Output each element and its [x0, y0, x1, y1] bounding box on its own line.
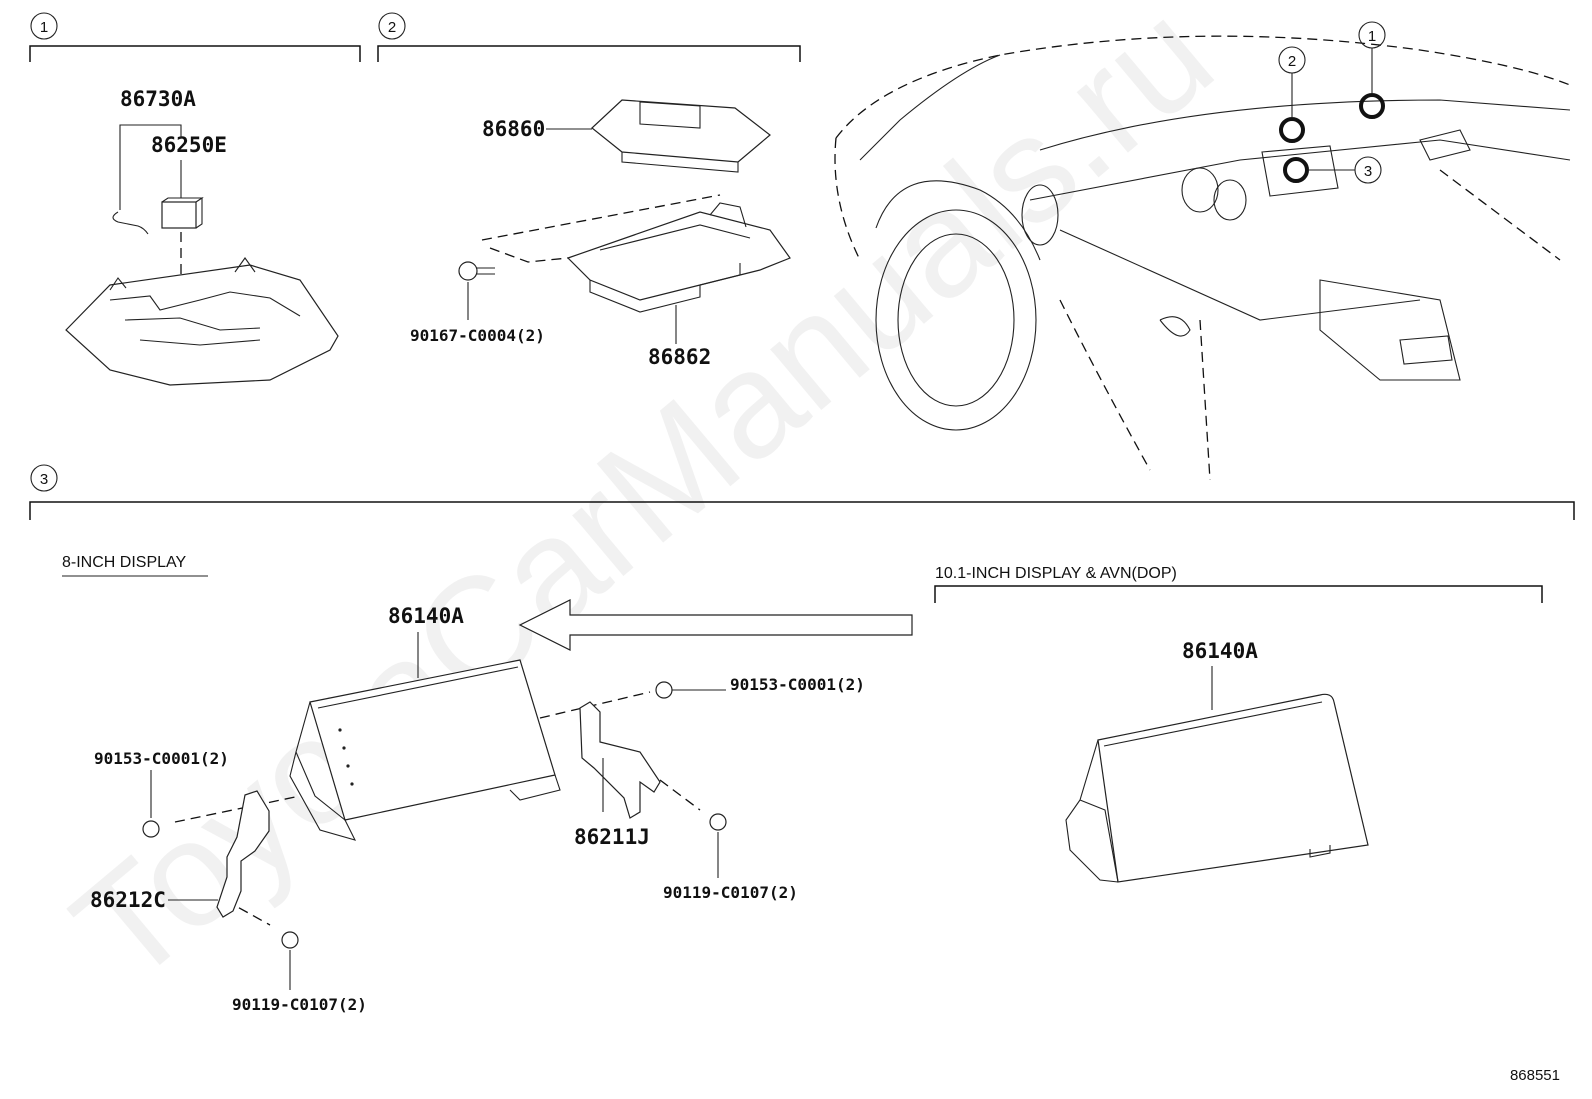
- section-3-bracket: [29, 501, 1575, 520]
- section-3-marker-circle: [30, 464, 58, 492]
- left-subsection-title: 8-INCH DISPLAY: [62, 554, 187, 571]
- overview-callout-2: 2: [1288, 53, 1296, 70]
- screw-left-top: [142, 820, 160, 838]
- section-2-marker: 2: [388, 19, 396, 36]
- left-bracket-part-number: 86212C: [90, 888, 166, 912]
- screw-right-bottom: [709, 813, 727, 831]
- screw-90167: [458, 261, 478, 281]
- switch-part: [161, 201, 197, 229]
- location-3-dot: [1283, 157, 1309, 183]
- right-10inch-display: [1097, 693, 1369, 883]
- section-2-marker-circle: [378, 12, 406, 40]
- leader-86730A: [119, 124, 182, 210]
- section-1-bracket: [29, 45, 361, 62]
- right-subsection-bracket: [934, 585, 1543, 603]
- ecu-86860: [591, 99, 771, 163]
- section-2-bracket: [377, 45, 801, 62]
- part-86862: 86862: [648, 345, 711, 369]
- reference-arrow: [518, 599, 913, 651]
- part-86860: 86860: [482, 117, 545, 141]
- location-2-dot: [1279, 117, 1305, 143]
- right-bracket-part-number: 86211J: [574, 825, 650, 849]
- section-1: 1 86730A 86250E: [29, 12, 361, 386]
- right-bracket-86211J: [579, 701, 661, 819]
- part-86250E: 86250E: [151, 133, 227, 157]
- figure-number: 868551: [1510, 1067, 1560, 1084]
- center-display-outline: [1261, 145, 1339, 197]
- screw-left-top-part-number: 90153-C0001(2): [94, 749, 229, 768]
- bulb-wire-part: [112, 211, 149, 235]
- left-bracket-86212C: [216, 790, 270, 918]
- part-86730A: 86730A: [120, 87, 196, 111]
- screw-right-bottom-part-number: 90119-C0107(2): [663, 883, 798, 902]
- screw-right-top-part-number: 90153-C0001(2): [730, 675, 865, 694]
- vehicle-overview: 1 2 3: [834, 21, 1571, 481]
- section-2: 2 86860 90167-C0004(2) 86862: [377, 12, 801, 369]
- left-display-part-number: 86140A: [388, 604, 464, 628]
- section-3-marker: 3: [40, 471, 48, 488]
- front-wheel: [875, 209, 1037, 431]
- overview-callout-1: 1: [1368, 28, 1376, 45]
- screw-left-bottom: [281, 931, 299, 949]
- screw-left-bottom-part-number: 90119-C0107(2): [232, 995, 367, 1014]
- section-1-marker-circle: [30, 12, 58, 40]
- section-3: 3 8-INCH DISPLAY 10.1-INCH DISPLAY & AVN…: [29, 464, 1575, 1014]
- section-1-marker: 1: [40, 19, 48, 36]
- overview-callout-3: 3: [1364, 163, 1372, 180]
- right-subsection-title: 10.1-INCH DISPLAY & AVN(DOP): [935, 565, 1177, 582]
- part-90167-C0004: 90167-C0004(2): [410, 326, 545, 345]
- location-1-dot: [1359, 93, 1385, 119]
- screw-right-top: [655, 681, 673, 699]
- right-display-part-number: 86140A: [1182, 639, 1258, 663]
